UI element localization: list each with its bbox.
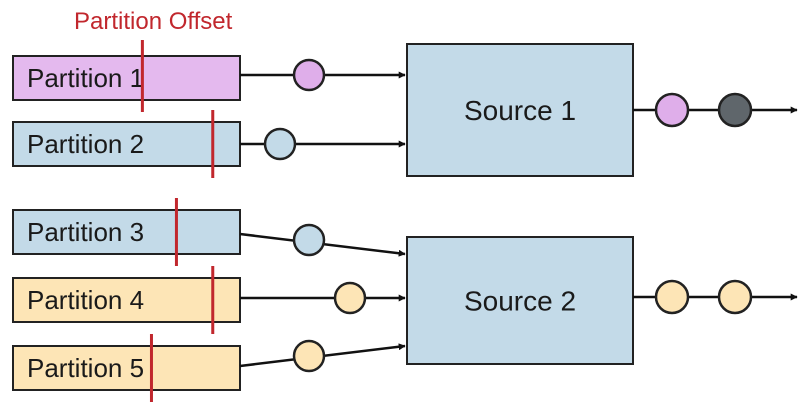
partition-box <box>12 55 241 101</box>
partition-label: Partition 2 <box>27 129 144 159</box>
partition-3: Partition 3 <box>12 198 241 266</box>
partition-label: Partition 1 <box>27 63 144 93</box>
source-box <box>406 43 634 177</box>
record-dot-5 <box>292 339 326 373</box>
source-label: Source 1 <box>464 95 576 126</box>
source-2: Source 2 <box>406 236 634 365</box>
partition-offset-label: Partition Offset <box>74 8 233 35</box>
record-dot-1 <box>292 58 326 92</box>
source-box <box>406 236 634 365</box>
sources: Source 1 Source 2 <box>406 43 634 365</box>
source-label: Source 2 <box>464 286 576 317</box>
output-record-1-2 <box>717 92 753 128</box>
record-dot-3 <box>292 223 326 257</box>
partition-label: Partition 5 <box>27 353 144 383</box>
source-1: Source 1 <box>406 43 634 177</box>
partition-box <box>12 277 241 323</box>
partition-label: Partition 3 <box>27 217 144 247</box>
partition-box <box>12 345 241 391</box>
partition-5: Partition 5 <box>12 334 241 402</box>
output-record-2-2 <box>717 279 753 315</box>
partition-1: Partition 1 <box>12 40 241 112</box>
partition-2: Partition 2 <box>12 110 241 178</box>
record-dot-2 <box>263 127 297 161</box>
connectors <box>239 58 406 373</box>
outputs <box>633 92 798 315</box>
partition-box <box>12 121 241 167</box>
output-record-2-1 <box>654 279 690 315</box>
partition-box <box>12 209 241 255</box>
partition-label: Partition 4 <box>27 285 144 315</box>
partition-4: Partition 4 <box>12 266 241 334</box>
partitions: Partition 1 Partition 2 Partition 3 Partiti… <box>12 40 241 402</box>
record-dot-4 <box>333 281 367 315</box>
output-record-1-1 <box>654 92 690 128</box>
